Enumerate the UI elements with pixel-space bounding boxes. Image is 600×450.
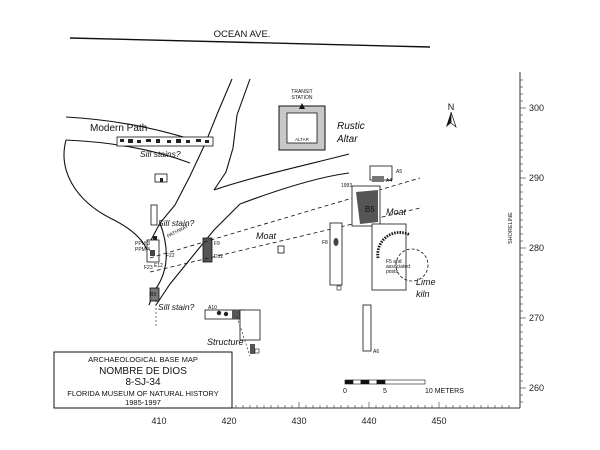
excavation-unit <box>150 204 158 226</box>
modern-roads <box>63 78 350 306</box>
sill-stain-label: Sill stain? <box>158 218 195 228</box>
f5-note: posts <box>386 269 398 275</box>
lime-kiln-label: kiln <box>416 289 430 299</box>
north-arrow-icon <box>446 111 457 129</box>
title-block-line: 1985-1997 <box>125 398 161 407</box>
y-tick-label: 270 <box>529 313 544 323</box>
post-mold <box>223 311 229 317</box>
y-axis-tick-labels: 300 290 280 270 260 <box>529 103 544 393</box>
sill-stains-label: Sill stains? <box>140 149 181 159</box>
a4-label: A4 <box>386 178 392 184</box>
moat-label: Moat <box>386 207 407 217</box>
y-tick-label: 260 <box>529 383 544 393</box>
north-arrow-label: N <box>448 102 455 112</box>
sill-stain-label: Sill stain? <box>158 302 195 312</box>
excavation-unit <box>329 222 343 286</box>
post-mold <box>336 285 342 291</box>
scale-label: 0 <box>343 388 347 395</box>
post-mold <box>160 178 163 182</box>
lime-kiln-label: Lime <box>416 277 436 287</box>
altar-inner-label: ALTAR <box>295 137 310 142</box>
title-block-line: ARCHAEOLOGICAL BASE MAP <box>88 355 198 364</box>
ocean-ave-label: OCEAN AVE. <box>214 29 271 40</box>
scale-label: 10 METERS <box>425 388 464 395</box>
feature-f8 <box>333 238 339 246</box>
transit-station-marker <box>299 103 305 109</box>
y-tick-label: 290 <box>529 173 544 183</box>
f22-label: F22 <box>166 253 175 259</box>
a5-label: A5 <box>396 169 402 175</box>
scale-bar <box>344 379 426 385</box>
lime-kiln-circle <box>395 248 429 282</box>
excavation-unit <box>277 245 285 254</box>
b3-label: B3 <box>150 292 156 298</box>
excavation-unit <box>362 304 372 352</box>
post-mold <box>153 236 157 240</box>
x-tick-label: 430 <box>291 416 306 426</box>
title-block-line: NOMBRE DE DIOS <box>99 366 187 377</box>
f5-note: associated <box>386 264 410 270</box>
title-block-line: FLORIDA MUSEUM OF NATURAL HISTORY <box>67 389 218 398</box>
title-block-line: 8-SJ-34 <box>125 377 160 388</box>
structure-label: Structure <box>207 337 244 347</box>
f23-label: F23 <box>144 265 153 271</box>
x-tick-label: 420 <box>221 416 236 426</box>
excavation-unit <box>149 287 160 302</box>
f5-note: F5 and <box>386 259 402 265</box>
y-tick-label: 300 <box>529 103 544 113</box>
b5-label: B5 <box>365 205 375 214</box>
post-mold <box>216 310 222 316</box>
d12-label: D12 <box>214 254 223 260</box>
y-axis-ticks <box>520 79 526 403</box>
modern-path-label: Modern Path <box>90 123 147 134</box>
ppm-label: PPM 3 <box>135 241 150 247</box>
x-tick-label: 410 <box>151 416 166 426</box>
ppm-label: PPM 4 <box>135 247 150 253</box>
post-mold <box>254 348 260 354</box>
post-mold <box>250 344 255 354</box>
f9-label: F9 <box>214 241 220 247</box>
feature-b5 <box>356 190 378 224</box>
shoreline-label: SHORELINE <box>508 212 514 244</box>
x-tick-label: 440 <box>361 416 376 426</box>
transit-station-label: STATION <box>292 95 313 101</box>
rustic-altar-label: Rustic <box>337 121 365 132</box>
scale-label: 5 <box>383 388 387 395</box>
transit-station-label: TRANSIT <box>291 89 312 95</box>
sill-stain-posts-top <box>116 136 214 147</box>
year-label: 1993 <box>341 183 352 189</box>
f8-label: F8 <box>322 240 328 246</box>
post-mold <box>150 250 155 256</box>
rustic-altar-inner <box>286 112 318 144</box>
a6-label: A6 <box>373 349 379 355</box>
lime-kiln-arc <box>376 231 411 259</box>
post-mold <box>232 310 242 319</box>
e12-label: E12 <box>154 263 163 269</box>
rustic-altar-label: Altar <box>336 134 358 145</box>
excavation-unit <box>239 309 261 341</box>
y-tick-label: 280 <box>529 243 544 253</box>
ocean-ave-line <box>69 37 431 48</box>
feature-a4 <box>372 176 384 182</box>
moat-label: Moat <box>256 231 277 241</box>
feature-f9 <box>202 237 213 263</box>
x-axis-tick-labels: 410 420 430 440 450 <box>151 416 446 426</box>
title-block <box>53 351 233 409</box>
structure-line <box>236 316 251 357</box>
x-tick-label: 450 <box>431 416 446 426</box>
a10-label: A10 <box>208 305 217 311</box>
